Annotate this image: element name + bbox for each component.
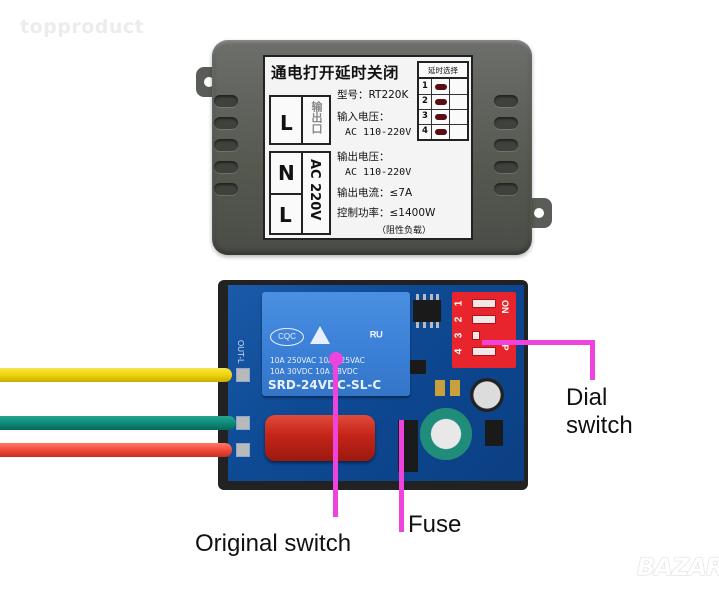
- dial-switch-label: Dial switch: [566, 384, 633, 440]
- watermark-bazar: BAZAR: [637, 553, 719, 581]
- vent-slot: [494, 117, 518, 129]
- module-label-card: 通电打开延时关闭 L 输出口 N L AC 220V 型号：RT220K 输入电…: [263, 55, 473, 240]
- wire-terminal-red: [236, 443, 250, 457]
- module-title: 通电打开延时关闭: [271, 64, 400, 82]
- relay-spec-line-2: 10A 30VDC 10A 28VDC: [270, 367, 358, 376]
- dip-lever-3[interactable]: [472, 331, 480, 340]
- dip-indicator: [435, 129, 447, 135]
- ic-pin: [423, 322, 426, 328]
- vent-slot: [214, 161, 238, 173]
- terminal-letter-l-output: L: [280, 111, 293, 135]
- vent-slot: [214, 139, 238, 151]
- input-terminal-box: N L AC 220V: [269, 151, 331, 235]
- relay-spec-line-1: 10A 250VAC 10A 125VAC: [270, 356, 365, 365]
- wire-red: [0, 443, 232, 457]
- vent-slot: [494, 183, 518, 195]
- dip-number: 2: [453, 316, 465, 323]
- dip-indicator: [435, 99, 447, 105]
- vent-slot: [494, 161, 518, 173]
- original-switch-callout-dot: [329, 352, 343, 366]
- load-note: （阻性负载）: [377, 226, 432, 236]
- cqc-logo: CQC: [270, 328, 304, 346]
- dip-lever-1[interactable]: [472, 299, 496, 308]
- vent-slot: [214, 95, 238, 107]
- original-switch-callout-line: [333, 360, 338, 517]
- transistor: [410, 360, 426, 374]
- delay-row-number: 3: [422, 111, 428, 121]
- output-port-label: 输出口: [310, 101, 323, 134]
- output-terminal-box: L 输出口: [269, 95, 331, 145]
- delay-row: 3: [419, 110, 467, 125]
- electrolytic-capacitor: [420, 408, 472, 460]
- delay-selection-table: 延时选择 1 2 3 4: [417, 61, 469, 141]
- dip-lever-2[interactable]: [472, 315, 496, 324]
- fuse-callout-line: [399, 420, 404, 532]
- smd-resistor: [435, 380, 445, 396]
- delay-row-number: 4: [422, 126, 428, 136]
- ac-220v-label: AC 220V: [307, 159, 322, 221]
- output-current: 输出电流：≤7A: [337, 187, 413, 199]
- terminal-letter-n: N: [278, 161, 295, 185]
- cert-triangle-icon: [310, 326, 330, 344]
- delay-table-header: 延时选择: [419, 63, 467, 79]
- vent-slot: [494, 95, 518, 107]
- dip-indicator: [435, 114, 447, 120]
- dip-on-label: ON: [500, 300, 510, 314]
- input-voltage-value: AC 110-220V: [345, 127, 412, 138]
- dial-switch-callout-line: [482, 340, 594, 345]
- ic-pin: [430, 294, 433, 300]
- ic-pin: [416, 322, 419, 328]
- out-l-label: OUT-L: [236, 340, 245, 364]
- ic-pin: [436, 322, 439, 328]
- control-power: 控制功率：≤1400W: [337, 207, 436, 219]
- delay-row: 1: [419, 80, 467, 95]
- output-voltage-label: 输出电压：: [337, 151, 390, 163]
- dip-switch[interactable]: 1 2 3 4 ON IP: [452, 292, 516, 368]
- ic-pin: [423, 294, 426, 300]
- small-capacitor: [470, 378, 504, 412]
- dip-number: 4: [453, 348, 465, 355]
- ic-pin: [436, 294, 439, 300]
- dial-switch-label-line-1: Dial: [566, 384, 608, 411]
- safety-capacitor: [265, 415, 375, 461]
- regulator: [485, 420, 503, 446]
- fuse-label: Fuse: [408, 511, 462, 538]
- ic-chip: [413, 294, 441, 328]
- vent-slot: [494, 139, 518, 151]
- dip-number: 3: [453, 332, 465, 339]
- dial-switch-callout-line: [590, 340, 595, 380]
- input-voltage-label: 输入电压：: [337, 111, 390, 123]
- terminal-letter-l-input: L: [279, 203, 292, 227]
- dip-ip-label: IP: [500, 342, 510, 351]
- delay-row: 2: [419, 95, 467, 110]
- vent-slot: [214, 117, 238, 129]
- dip-indicator: [435, 84, 447, 90]
- wire-green: [0, 416, 236, 430]
- model-label: 型号：RT220K: [337, 89, 409, 101]
- output-voltage-value: AC 110-220V: [345, 167, 412, 178]
- watermark-topproduct: topproduct: [20, 16, 145, 38]
- ic-pin: [416, 294, 419, 300]
- vent-slot: [214, 183, 238, 195]
- ul-mark-icon: ᴿᵁ: [370, 328, 383, 344]
- delay-row-number: 2: [422, 96, 428, 106]
- relay-model: SRD-24VDC-SL-C: [268, 378, 382, 392]
- delay-row-number: 1: [422, 81, 428, 91]
- delay-row: 4: [419, 125, 467, 140]
- original-switch-label: Original switch: [195, 530, 352, 557]
- wire-terminal-green: [236, 416, 250, 430]
- wire-terminal-yellow: [236, 368, 250, 382]
- smd-resistor: [450, 380, 460, 396]
- dip-lever-4[interactable]: [472, 347, 496, 356]
- wire-yellow: [0, 368, 232, 382]
- dial-switch-label-line-2: switch: [566, 412, 633, 439]
- dip-number: 1: [453, 300, 465, 307]
- ic-pin: [430, 322, 433, 328]
